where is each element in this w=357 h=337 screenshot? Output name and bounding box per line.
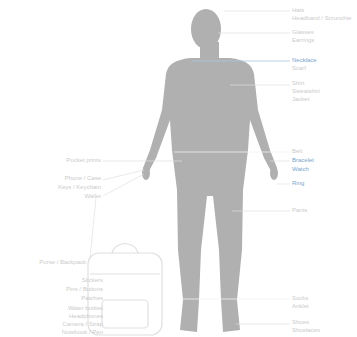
- waist-line: [174, 152, 290, 153]
- backpack-seam: [90, 273, 160, 274]
- item-label: Patches: [81, 295, 103, 302]
- torso-limbs: [143, 58, 277, 332]
- item-label: Pocket prints: [66, 157, 101, 164]
- item-label: Keys / Keychain: [58, 184, 101, 191]
- leader-line: [277, 184, 290, 185]
- item-label: Jacket: [292, 96, 309, 103]
- left-hand: [142, 166, 150, 180]
- item-label: Stickers: [82, 277, 103, 284]
- item-label: Scarf: [292, 65, 306, 72]
- leader-lines: [90, 11, 290, 324]
- leader-line: [230, 85, 290, 86]
- item-label: Pants: [292, 207, 307, 214]
- item-label: Hats: [292, 7, 304, 14]
- item-label: Socks: [292, 295, 308, 302]
- leader-line: [224, 11, 290, 12]
- item-label: Camera / Strap: [62, 321, 103, 328]
- leader-line: [103, 174, 144, 196]
- leader-line: [103, 161, 182, 162]
- item-label: Phone / Case: [65, 175, 101, 182]
- item-label: Shoelaces: [292, 327, 320, 334]
- item-label: Headband / Scrunchie: [292, 15, 351, 22]
- item-label: Belt: [292, 148, 302, 155]
- item-label: Bracelet: [292, 157, 314, 164]
- leader-line: [232, 211, 290, 212]
- leader-line: [236, 324, 290, 325]
- leader-line: [270, 161, 290, 162]
- item-label: Anklet: [292, 303, 309, 310]
- leader-line: [90, 198, 96, 258]
- item-label: Necklace: [292, 57, 317, 64]
- item-label: Water bottles: [68, 305, 103, 312]
- right-hand: [270, 166, 278, 180]
- item-label: Shirt: [292, 80, 304, 87]
- item-label: Ring: [292, 180, 304, 187]
- leader-line: [218, 33, 290, 34]
- item-label: Wallet: [85, 193, 101, 200]
- item-label: Shoes: [292, 319, 309, 326]
- item-label: Headphones: [69, 313, 103, 320]
- item-label: Watch: [292, 166, 309, 173]
- item-label: Earrings: [292, 37, 314, 44]
- item-label: Sweatshirt: [292, 88, 320, 95]
- item-label: Notebook / Pen: [62, 329, 103, 336]
- item-label: Purse / Backpack: [39, 259, 86, 266]
- ankle-line: [180, 299, 290, 300]
- item-label: Glasses: [292, 29, 314, 36]
- necklace-line: [192, 61, 290, 62]
- item-label: Pins / Buttons: [66, 286, 103, 293]
- leader-line: [103, 170, 144, 180]
- backpack-pocket: [102, 300, 148, 328]
